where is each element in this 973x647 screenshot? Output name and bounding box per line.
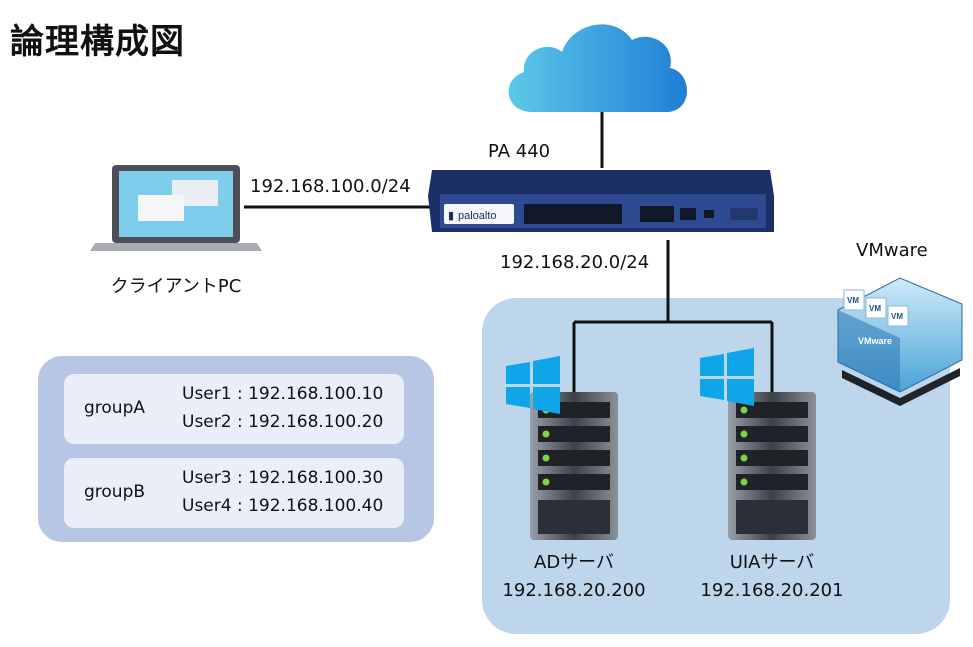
ad-server-name: ADサーバ	[534, 552, 614, 573]
windows-logo-icon	[506, 356, 560, 414]
uia-server-name: UIAサーバ	[729, 552, 815, 573]
svg-text:VM: VM	[891, 312, 903, 321]
user-entry: User1 : 192.168.100.10	[182, 384, 384, 404]
group-name: groupB	[84, 482, 146, 502]
user-group-panel: groupA User1 : 192.168.100.10 User2 : 19…	[38, 356, 434, 542]
ad-server-ip: 192.168.20.200	[502, 580, 646, 601]
firewall-appliance-icon: ▮ paloalto	[428, 170, 774, 232]
vmware-host-icon: VM VM VM VMware	[837, 277, 963, 406]
svg-text:VM: VM	[869, 304, 881, 313]
client-pc-label: クライアントPC	[110, 276, 242, 297]
svg-text:VM: VM	[847, 296, 859, 305]
windows-logo-icon	[700, 348, 754, 406]
group-box-b: groupB User3 : 192.168.100.30 User4 : 19…	[64, 458, 404, 528]
user-entry: User4 : 192.168.100.40	[182, 496, 384, 516]
user-entry: User3 : 192.168.100.30	[182, 468, 384, 488]
svg-text:▮: ▮	[448, 210, 454, 222]
connection-lines	[244, 110, 774, 392]
laptop-icon	[90, 165, 262, 251]
user-entry: User2 : 192.168.100.20	[182, 412, 384, 432]
ad-server-icon	[530, 392, 618, 540]
group-box-a: groupA User1 : 192.168.100.10 User2 : 19…	[64, 374, 404, 444]
firewall-model-label: PA 440	[488, 141, 551, 162]
uia-server-ip: 192.168.20.201	[700, 580, 844, 601]
client-subnet-label: 192.168.100.0/24	[250, 176, 411, 197]
group-name: groupA	[84, 398, 146, 418]
uia-server-icon	[728, 392, 816, 540]
svg-text:paloalto: paloalto	[458, 210, 497, 222]
page-title: 論理構成図	[10, 22, 185, 62]
cloud-icon	[508, 24, 687, 113]
vmware-label: VMware	[856, 240, 928, 261]
server-subnet-label: 192.168.20.0/24	[500, 252, 650, 273]
svg-text:VMware: VMware	[858, 336, 892, 346]
